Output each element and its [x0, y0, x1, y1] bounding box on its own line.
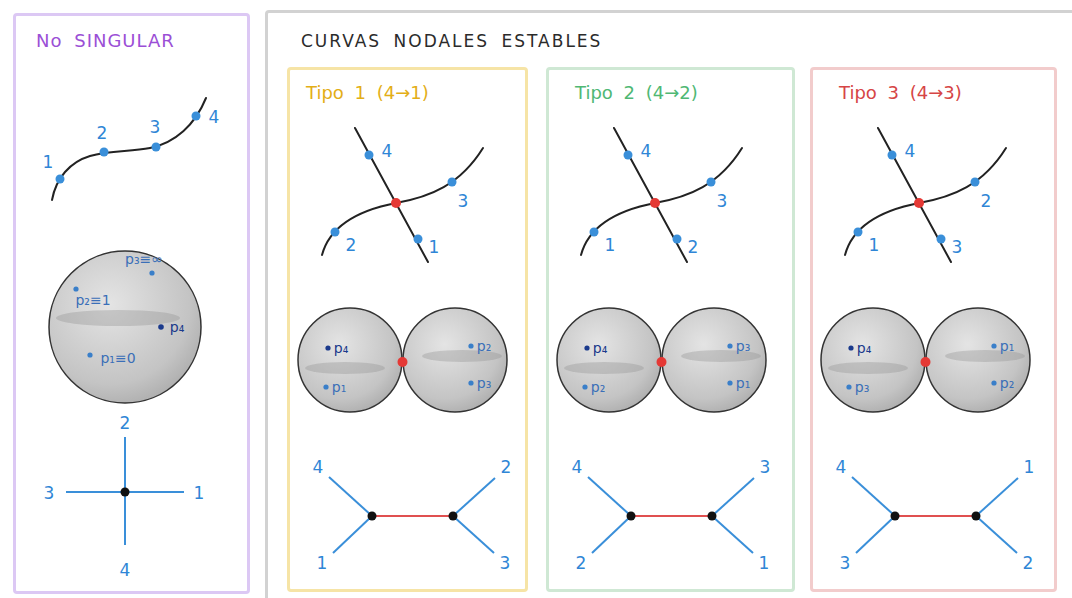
point-label: p₄: [593, 341, 608, 355]
callout-number: 1: [317, 555, 328, 572]
callout-number: 2: [97, 125, 108, 142]
callout-number: 3: [44, 485, 55, 502]
point-label: p₃: [736, 339, 751, 353]
panel-box: Tipo 2 (4→2): [546, 67, 795, 592]
callout-number: 4: [836, 459, 847, 476]
callout-number: 3: [458, 193, 469, 210]
callout-number: 2: [688, 239, 699, 256]
curve-line: [52, 98, 206, 200]
panel-box: Tipo 1 (4→1): [287, 67, 528, 592]
callout-number: 4: [641, 143, 652, 160]
callout-number: 3: [717, 193, 728, 210]
callout-number: 1: [1024, 459, 1035, 476]
callout-number: 2: [576, 555, 587, 572]
panel-title: Tipo 1 (4→1): [306, 82, 429, 103]
panel-box: No SINGULAR: [13, 13, 250, 594]
smooth-illustration: [49, 98, 206, 545]
point-label: p₃≡∞: [125, 252, 163, 266]
marked-point: [100, 148, 109, 157]
callout-number: 1: [429, 239, 440, 256]
marked-point: [152, 143, 161, 152]
callout-number: 4: [209, 109, 220, 126]
callout-number: 2: [346, 237, 357, 254]
marked-point: [192, 112, 201, 121]
callout-number: 2: [981, 193, 992, 210]
panel-title: Tipo 3 (4→3): [839, 82, 962, 103]
point-label: p₂≡1: [75, 293, 110, 307]
callout-number: 1: [759, 555, 770, 572]
nodal-illustration: [298, 128, 507, 553]
callout-number: 3: [840, 555, 851, 572]
callout-number: 2: [1023, 555, 1034, 572]
callout-number: 3: [500, 555, 511, 572]
marked-point: [149, 270, 154, 275]
marked-point: [87, 352, 92, 357]
panel-title: Tipo 2 (4→2): [575, 82, 698, 103]
point-label: p₁: [332, 380, 347, 394]
marked-point: [73, 286, 78, 291]
point-label: p₃: [855, 380, 870, 394]
callout-number: 1: [869, 237, 880, 254]
point-label: p₁: [736, 376, 751, 390]
callout-number: 4: [382, 143, 393, 160]
panel-title: CURVAS NODALES ESTABLES: [301, 31, 602, 51]
nodal-illustration: [821, 128, 1030, 553]
point-label: p₄: [334, 341, 349, 355]
panel-box: CURVAS NODALES ESTABLES Tipo 1 (4→1) Tipo …: [265, 10, 1072, 598]
point-label: p₄: [170, 320, 185, 334]
point-label: p₂: [591, 380, 606, 394]
point-label: p₃: [477, 376, 492, 390]
sphere-band: [56, 310, 180, 326]
nodal-illustration: [557, 128, 766, 553]
callout-number: 1: [194, 485, 205, 502]
point-label: p₁≡0: [100, 351, 135, 365]
callout-number: 3: [952, 239, 963, 256]
callout-number: 1: [43, 154, 54, 171]
callout-number: 2: [120, 415, 131, 432]
callout-number: 3: [150, 119, 161, 136]
marked-point: [158, 324, 164, 330]
marked-point: [56, 175, 65, 184]
callout-number: 4: [120, 562, 131, 579]
callout-number: 4: [313, 459, 324, 476]
sphere: [49, 251, 201, 403]
panel-title: No SINGULAR: [36, 30, 175, 51]
callout-number: 4: [572, 459, 583, 476]
point-label: p₄: [857, 341, 872, 355]
callout-number: 4: [905, 143, 916, 160]
point-label: p₂: [1000, 376, 1015, 390]
callout-number: 3: [760, 459, 771, 476]
callout-number: 2: [501, 459, 512, 476]
point-label: p₁: [1000, 339, 1015, 353]
tree-vertex: [121, 488, 130, 497]
callout-number: 1: [605, 237, 616, 254]
point-label: p₂: [477, 339, 492, 353]
panel-box: Tipo 3 (4→3): [810, 67, 1057, 592]
